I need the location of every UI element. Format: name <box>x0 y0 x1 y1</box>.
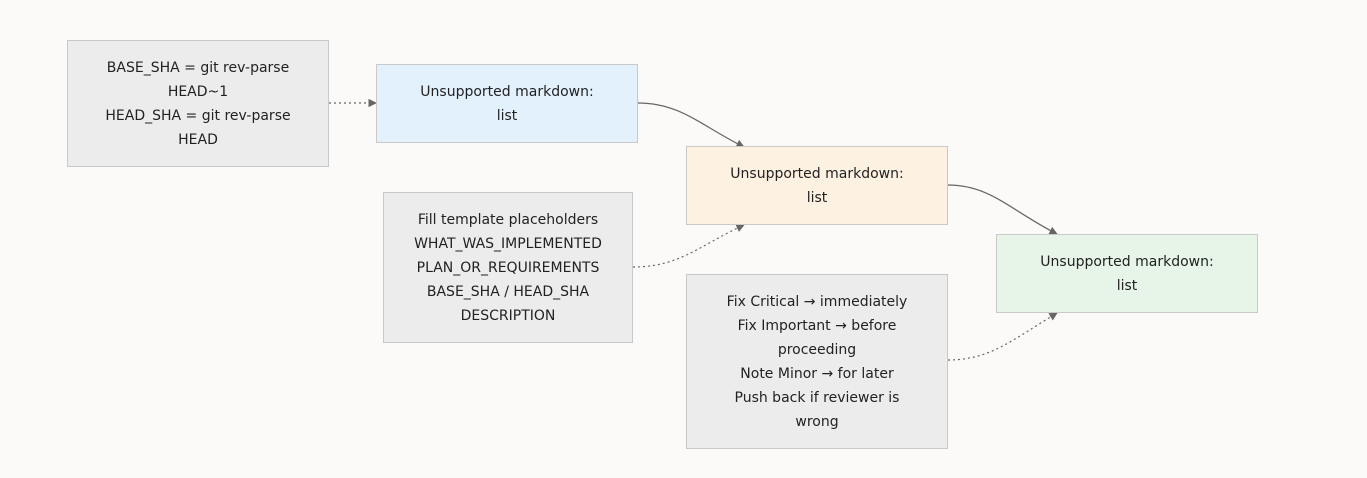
node-step-3: Unsupported markdown: list <box>996 234 1258 313</box>
node-sha-setup: BASE_SHA = git rev-parse HEAD~1 HEAD_SHA… <box>67 40 329 167</box>
node-line: WHAT_WAS_IMPLEMENTED <box>414 235 602 252</box>
edge-step-1-to-step-2 <box>637 102 745 148</box>
node-line: BASE_SHA / HEAD_SHA <box>426 283 590 300</box>
node-feedback-note: Fix Critical → immediately Fix Important… <box>686 274 948 449</box>
edge-feedback-note-to-step-3 <box>947 312 1058 361</box>
node-line: Note Minor → for later <box>740 365 894 382</box>
node-line: HEAD_SHA = git rev-parse <box>105 107 291 124</box>
node-line: proceeding <box>777 341 857 358</box>
node-step-2: Unsupported markdown: list <box>686 146 948 225</box>
node-line: Unsupported markdown: <box>420 83 594 100</box>
node-line: BASE_SHA = git rev-parse <box>106 59 290 76</box>
node-line: DESCRIPTION <box>460 307 556 324</box>
node-line: list <box>496 107 518 124</box>
node-line: Push back if reviewer is <box>734 389 900 406</box>
node-line: PLAN_OR_REQUIREMENTS <box>416 259 600 276</box>
node-line: Fix Important → before <box>737 317 897 334</box>
edge-template-note-to-step-2 <box>632 224 745 268</box>
node-line: list <box>806 189 828 206</box>
node-line: wrong <box>795 413 839 430</box>
node-line: list <box>1116 277 1138 294</box>
node-line: Fix Critical → immediately <box>726 293 908 310</box>
node-template-note: Fill template placeholders WHAT_WAS_IMPL… <box>383 192 633 343</box>
edge-step-2-to-step-3 <box>947 184 1058 235</box>
node-line: Fill template placeholders <box>417 211 599 228</box>
node-line: HEAD <box>178 131 218 148</box>
node-line: Unsupported markdown: <box>1040 253 1214 270</box>
node-line: Unsupported markdown: <box>730 165 904 182</box>
node-line: HEAD~1 <box>167 83 229 100</box>
node-step-1: Unsupported markdown: list <box>376 64 638 143</box>
